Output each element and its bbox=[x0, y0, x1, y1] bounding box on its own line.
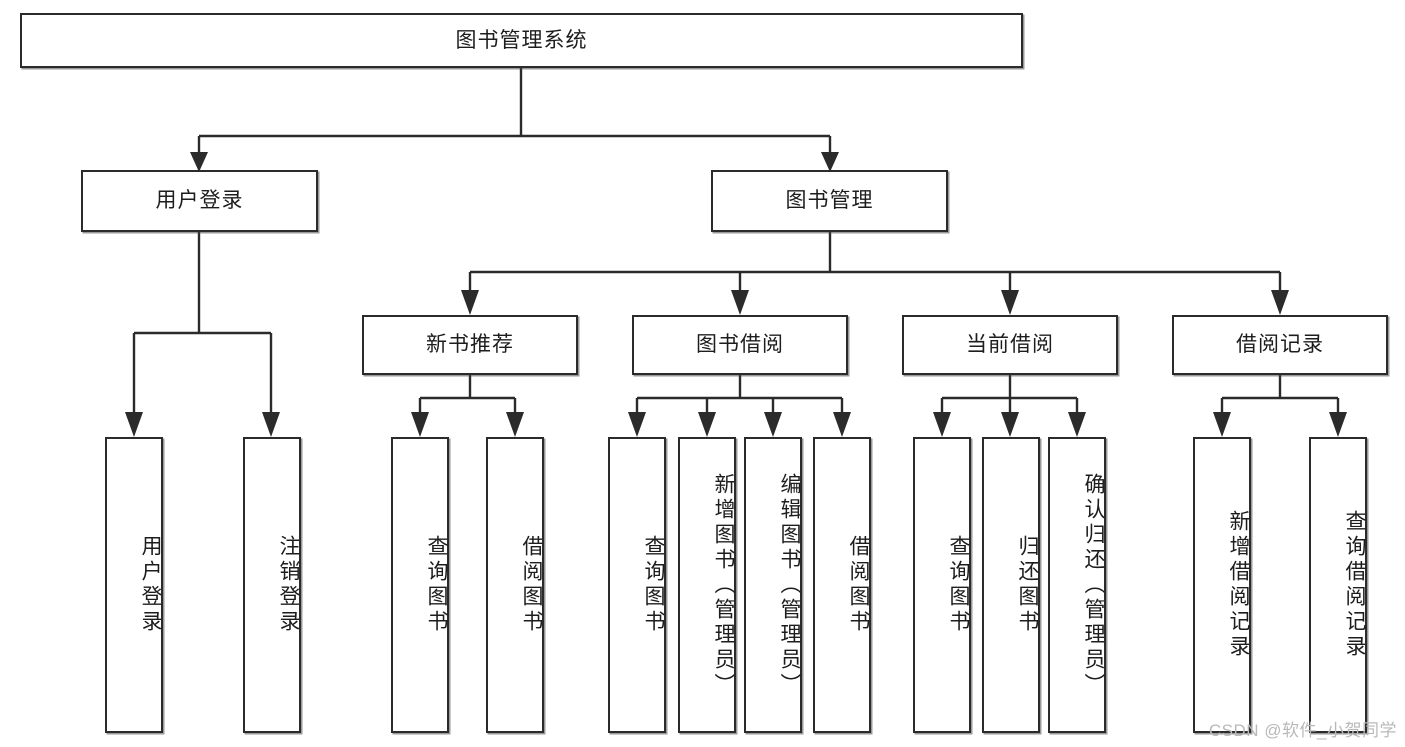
arrow-rec-l2 bbox=[506, 412, 524, 437]
leaf-current-return-book-label: 归还图书 bbox=[1016, 535, 1039, 635]
arrow-user-leaf2 bbox=[262, 412, 280, 437]
arrow-root-to-user bbox=[190, 152, 208, 172]
node-new-book-recommend-label: 新书推荐 bbox=[426, 333, 514, 357]
leaf-record-add-label: 新增借阅记录 bbox=[1227, 510, 1250, 660]
node-root-label: 图书管理系统 bbox=[455, 28, 588, 52]
arrow-books-c3 bbox=[1001, 290, 1019, 315]
arrow-borrow-l2 bbox=[698, 412, 716, 437]
arrow-root-to-books bbox=[821, 152, 839, 172]
leaf-current-query-book[interactable]: 查询图书 bbox=[913, 437, 971, 733]
leaf-user-login-label: 用户登录 bbox=[139, 535, 162, 635]
leaf-user-login[interactable]: 用户登录 bbox=[105, 437, 163, 733]
arrow-current-l2 bbox=[1001, 412, 1019, 437]
node-book-management[interactable]: 图书管理 bbox=[711, 170, 948, 232]
arrow-record-l1 bbox=[1213, 412, 1231, 437]
leaf-rec-borrow-book[interactable]: 借阅图书 bbox=[486, 437, 544, 733]
leaf-rec-query-book-label: 查询图书 bbox=[425, 535, 448, 635]
leaf-record-add[interactable]: 新增借阅记录 bbox=[1193, 437, 1251, 733]
leaf-borrow-add-book-label: 新增图书（管理员） bbox=[712, 472, 735, 698]
leaf-rec-query-book[interactable]: 查询图书 bbox=[391, 437, 449, 733]
leaf-borrow-query-book[interactable]: 查询图书 bbox=[608, 437, 666, 733]
node-new-book-recommend[interactable]: 新书推荐 bbox=[362, 315, 578, 375]
arrow-record-l2 bbox=[1329, 412, 1347, 437]
arrow-current-l1 bbox=[933, 412, 951, 437]
leaf-current-confirm-return[interactable]: 确认归还（管理员） bbox=[1048, 437, 1106, 733]
leaf-rec-borrow-book-label: 借阅图书 bbox=[520, 535, 543, 635]
leaf-borrow-edit-book-label: 编辑图书（管理员） bbox=[778, 472, 801, 698]
leaf-record-query[interactable]: 查询借阅记录 bbox=[1309, 437, 1367, 733]
node-current-borrow-label: 当前借阅 bbox=[966, 333, 1054, 357]
node-user-login[interactable]: 用户登录 bbox=[81, 170, 318, 232]
arrow-borrow-l4 bbox=[833, 412, 851, 437]
leaf-current-confirm-return-label: 确认归还（管理员） bbox=[1082, 472, 1105, 698]
leaf-user-logout[interactable]: 注销登录 bbox=[243, 437, 301, 733]
leaf-borrow-borrow-book[interactable]: 借阅图书 bbox=[813, 437, 871, 733]
node-current-borrow[interactable]: 当前借阅 bbox=[902, 315, 1118, 375]
leaf-current-query-book-label: 查询图书 bbox=[947, 535, 970, 635]
node-book-borrow-label: 图书借阅 bbox=[696, 333, 784, 357]
watermark-text: CSDN @软件_小贺同学 bbox=[1208, 721, 1397, 740]
node-root[interactable]: 图书管理系统 bbox=[20, 13, 1023, 68]
node-user-login-label: 用户登录 bbox=[155, 189, 244, 213]
node-borrow-record-label: 借阅记录 bbox=[1236, 333, 1324, 357]
node-book-borrow[interactable]: 图书借阅 bbox=[632, 315, 848, 375]
node-borrow-record[interactable]: 借阅记录 bbox=[1172, 315, 1388, 375]
arrow-borrow-l1 bbox=[628, 412, 646, 437]
leaf-borrow-add-book[interactable]: 新增图书（管理员） bbox=[678, 437, 736, 733]
leaf-borrow-borrow-book-label: 借阅图书 bbox=[847, 535, 870, 635]
leaf-user-logout-label: 注销登录 bbox=[277, 535, 300, 635]
arrow-rec-l1 bbox=[411, 412, 429, 437]
arrow-borrow-l3 bbox=[764, 412, 782, 437]
arrow-books-c1 bbox=[461, 290, 479, 315]
node-book-management-label: 图书管理 bbox=[785, 189, 874, 213]
arrow-user-leaf1 bbox=[125, 412, 143, 437]
arrow-books-c2 bbox=[731, 290, 749, 315]
arrow-current-l3 bbox=[1068, 412, 1086, 437]
leaf-borrow-query-book-label: 查询图书 bbox=[642, 535, 665, 635]
leaf-borrow-edit-book[interactable]: 编辑图书（管理员） bbox=[744, 437, 802, 733]
leaf-current-return-book[interactable]: 归还图书 bbox=[982, 437, 1040, 733]
leaf-record-query-label: 查询借阅记录 bbox=[1343, 510, 1366, 660]
arrow-books-c4 bbox=[1271, 290, 1289, 315]
